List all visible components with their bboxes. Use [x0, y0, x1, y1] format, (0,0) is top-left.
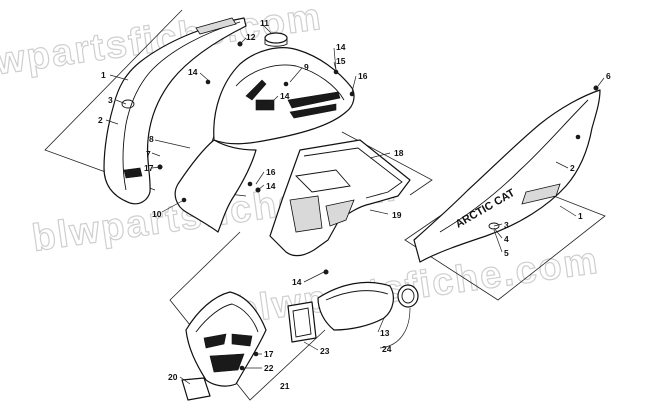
callout-17-b: 17 [264, 349, 274, 359]
callout-23: 23 [320, 346, 330, 356]
tray-group [269, 131, 433, 275]
callout-14-a: 14 [188, 67, 198, 77]
callout-3-left: 3 [108, 95, 113, 105]
callout-17-a: 17 [144, 163, 154, 173]
panel-clip-hole [121, 99, 135, 109]
watermark-lower: blwpartsfiche.com [232, 240, 602, 333]
callout-3-right: 3 [504, 220, 509, 230]
callout-2-right: 2 [570, 163, 575, 173]
left-side-panel[interactable] [103, 17, 247, 205]
hood-lower-body[interactable] [174, 139, 257, 233]
air-intake-duct[interactable] [317, 281, 394, 331]
callout-19: 19 [392, 210, 402, 220]
callout-15: 15 [336, 56, 346, 66]
screw-icon [283, 81, 289, 87]
callout-24: 24 [382, 344, 392, 354]
callout-5: 5 [504, 248, 509, 258]
callout-14-tray: 14 [292, 277, 302, 287]
callout-20: 20 [168, 372, 178, 382]
callout-22: 22 [264, 363, 274, 373]
callout-14-b: 14 [336, 42, 346, 52]
screw-icon [593, 85, 599, 91]
callout-18: 18 [394, 148, 404, 158]
callout-7: 7 [146, 149, 151, 159]
push-rivet-icon [575, 134, 581, 140]
air-intake-group [287, 281, 419, 343]
callout-11: 11 [260, 18, 269, 28]
hood-group [174, 32, 355, 233]
lower-fascia[interactable] [185, 291, 267, 387]
screw-icon [239, 365, 245, 371]
hood-cap[interactable] [264, 32, 288, 44]
screw-icon [323, 269, 329, 275]
left-side-panel-group [44, 9, 247, 205]
callout-21: 21 [280, 381, 290, 391]
callout-6: 6 [606, 71, 611, 81]
callout-1-right: 1 [578, 211, 583, 221]
panel-vent [521, 183, 561, 205]
callout-2-left: 2 [98, 115, 103, 125]
panel-vent [123, 167, 143, 179]
callout-4: 4 [504, 234, 509, 244]
screw-icon [333, 69, 339, 75]
callout-13: 13 [380, 328, 390, 338]
callout-12: 12 [246, 32, 256, 42]
callout-labels: 1 3 2 7 17 8 10 11 12 14 9 14 15 16 14 1… [98, 18, 611, 391]
panel-clip-hole [488, 222, 500, 230]
callout-10: 10 [152, 209, 162, 219]
right-side-panel-group: ARCTIC CAT [404, 85, 606, 301]
callout-14-c: 14 [280, 91, 290, 101]
callout-8: 8 [149, 134, 154, 144]
push-rivet-icon [349, 91, 355, 97]
screw-icon [205, 79, 211, 85]
hood-vent-slot [255, 99, 275, 111]
leader-lines [105, 23, 605, 385]
hose-clamp[interactable] [397, 284, 419, 308]
callout-14-d: 14 [266, 181, 276, 191]
hood-panel[interactable] [213, 47, 355, 145]
callout-9: 9 [304, 62, 309, 72]
screw-icon [247, 181, 253, 187]
tray-frame [341, 131, 433, 196]
callout-1-left: 1 [101, 70, 106, 80]
callout-16-b: 16 [266, 167, 276, 177]
callout-16-a: 16 [358, 71, 368, 81]
